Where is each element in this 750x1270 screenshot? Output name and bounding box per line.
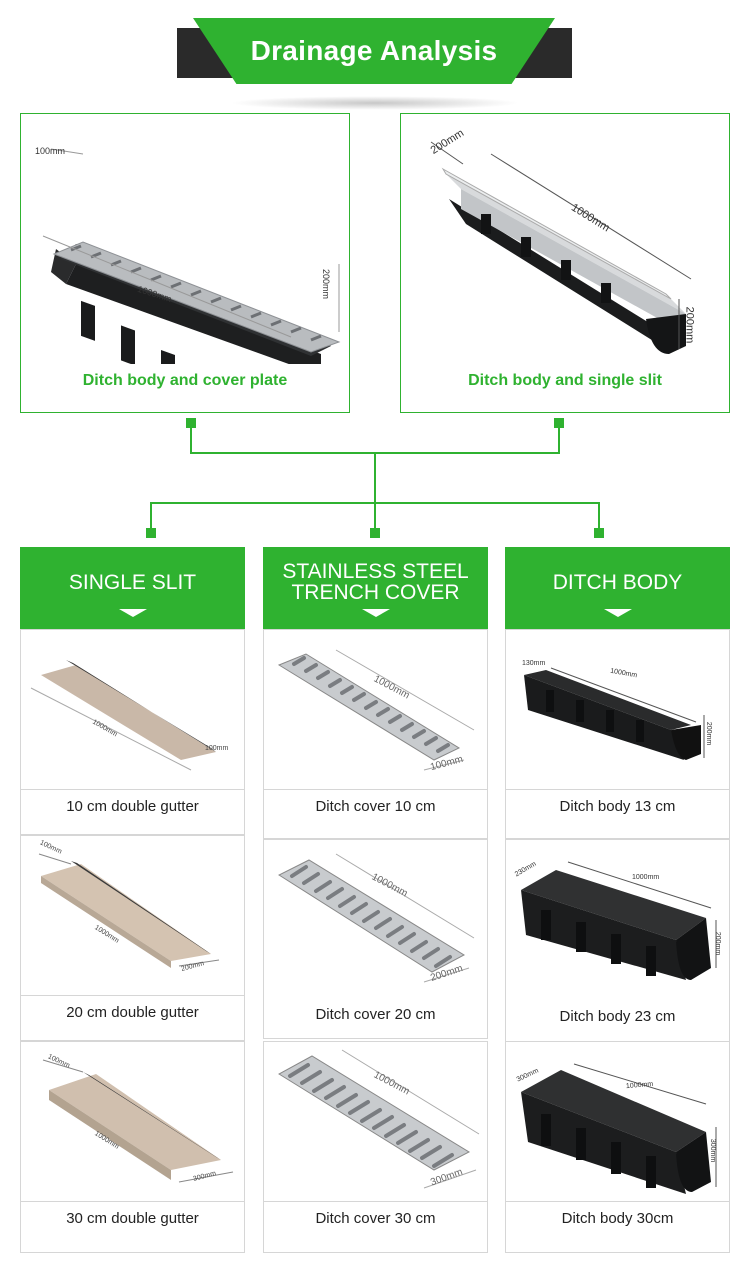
channel-body-image [524,667,705,760]
dim-label: 200mm [714,931,722,956]
product-label: Ditch body 23 cm [559,1008,676,1025]
connector-node [146,528,156,538]
product-card: 1000mm 200mm Ditch cover 20 cm [263,839,488,1039]
dim-label: 200mm [683,306,696,344]
dim-label: 1000mm [632,874,660,881]
dim-label: 200mm [321,268,332,300]
column-heading-text: SINGLE SLIT [68,570,197,594]
product-card: 230mm 1000mm 200mm Ditch body 23 cm [505,839,730,1044]
connector-line [374,452,376,502]
connector-node [594,528,604,538]
panel-body-and-single-slit: 200mm 1000mm 200mm Ditch body and single… [400,113,730,413]
panel-caption: Ditch body and cover plate [82,372,288,389]
dim-label: 300mm [709,1138,717,1163]
dim-label: 130mm [522,660,546,667]
slit-channel-image [38,853,220,968]
trench-with-slit-image [430,141,692,354]
down-arrow-icon [361,609,390,617]
connector-line [558,423,560,453]
column-heading: STAINLESS STEEL TRENCH COVER [263,547,488,629]
channel-body-image [521,1063,717,1194]
product-card: 1000mm 300mm Ditch cover 30 cm [263,1041,488,1253]
column-single-slit: SINGLE SLIT 1000mm 100mm 10 cm double gu… [20,547,245,1253]
connector-line [190,423,192,453]
product-card: 100mm 1000mm 300mm 30 cm double gutter [20,1041,245,1253]
product-card: 130mm 1000mm 200mm Ditch body 13 cm [505,629,730,839]
product-label: Ditch body 30cm [561,1210,674,1227]
grate-image [277,853,475,983]
product-card: 1000mm 100mm Ditch cover 10 cm [263,629,488,839]
column-heading-text: DITCH BODY [552,570,683,594]
product-label: 20 cm double gutter [66,1004,199,1021]
channel-body-image [521,861,717,980]
panel-caption: Ditch body and single slit [468,372,662,389]
connector-line [598,502,600,530]
trench-with-grate-image [42,148,341,364]
column-heading: DITCH BODY [505,547,730,629]
column-heading: SINGLE SLIT [20,547,245,629]
product-card: 1000mm 100mm 10 cm double gutter [20,629,245,835]
divider [21,995,244,996]
column-heading-text: TRENCH COVER [291,581,460,604]
banner-shadow [230,96,520,110]
product-label: 30 cm double gutter [66,1210,199,1227]
divider [506,789,729,790]
divider [264,1201,487,1202]
connector-node [370,528,380,538]
connector-line [374,502,376,530]
connector-line [150,502,152,530]
banner-ribbon [193,18,555,84]
grate-image [278,1049,480,1189]
down-arrow-icon [603,609,632,617]
product-label: Ditch body 13 cm [559,798,676,815]
column-trench-cover: STAINLESS STEEL TRENCH COVER 1000mm 100m… [263,547,488,1253]
divider [264,789,487,790]
product-label: Ditch cover 20 cm [315,1006,436,1023]
grate-image [277,649,475,771]
down-arrow-icon [118,609,147,617]
product-card: 300mm 1000mm 300mm Ditch body 30cm [505,1041,730,1253]
product-label: 10 cm double gutter [66,798,199,815]
divider [506,1201,729,1202]
slit-channel-image [42,1059,234,1183]
divider [21,1201,244,1202]
panel-body-and-cover: 100mm 1000mm 200mm Ditch body and cover … [20,113,350,413]
dim-label: 100mm [35,146,66,156]
product-label: Ditch cover 30 cm [315,1210,436,1227]
column-heading-text: STAINLESS STEEL [282,560,469,583]
product-card: 100mm 1000mm 200mm 20 cm double gutter [20,835,245,1041]
dim-label: 200mm [705,721,713,746]
column-ditch-body: DITCH BODY 130mm 1000mm 200mm Ditch body… [505,547,730,1253]
slit-channel-image [30,660,216,771]
product-label: Ditch cover 10 cm [315,798,436,815]
dim-label: 100mm [205,745,229,752]
page-title: Drainage Analysis [250,35,498,66]
divider [21,789,244,790]
